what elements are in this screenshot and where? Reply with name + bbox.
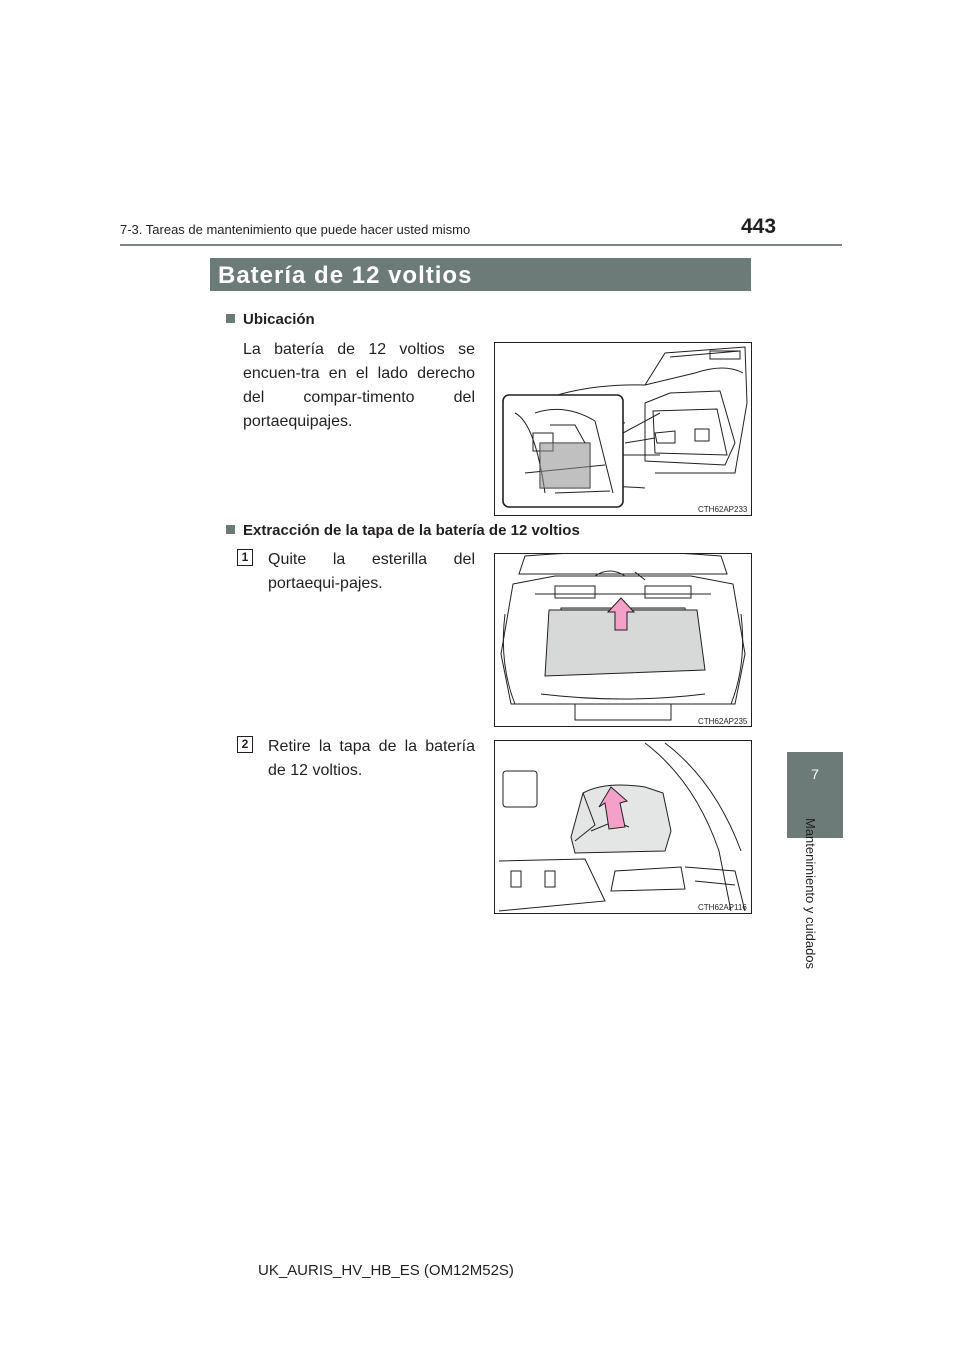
page-number: 443: [741, 215, 777, 238]
trunk-illustration: [500, 554, 746, 721]
subheading-text: Extracción de la tapa de la batería de 1…: [243, 522, 580, 539]
section-header: 7-3. Tareas de mantenimiento que puede h…: [120, 222, 471, 237]
location-text: La batería de 12 voltios se encuen-tra e…: [243, 341, 475, 430]
square-bullet-icon: [226, 525, 235, 534]
header-divider: [120, 244, 842, 246]
subheading-location: Ubicación: [226, 311, 315, 328]
step-number-1: 1: [237, 549, 253, 566]
figure-code: CTH62AP233: [698, 505, 748, 514]
figure-code: CTH62AP116: [698, 903, 747, 912]
step-number-2: 2: [237, 736, 253, 753]
luggage-mat-figure: [494, 553, 752, 727]
chapter-number: 7: [811, 766, 819, 782]
footer-document-id: UK_AURIS_HV_HB_ES (OM12M52S): [258, 1262, 514, 1279]
battery-location-figure: [494, 342, 752, 516]
figure-code: CTH62AP235: [698, 717, 748, 726]
step-1-text: Quite la esterilla del portaequi-pajes.: [268, 551, 475, 592]
car-rear-illustration: [502, 346, 748, 508]
page-title: Batería de 12 voltios: [218, 262, 473, 289]
title-bar: [210, 258, 751, 291]
step-2-text: Retire la tapa de la batería de 12 volti…: [268, 738, 475, 779]
subheading-text: Ubicación: [243, 311, 315, 328]
battery-cover-figure: [494, 740, 752, 914]
battery-cover-illustration: [498, 742, 746, 912]
subheading-cover-removal: Extracción de la tapa de la batería de 1…: [226, 522, 580, 539]
chapter-tab: [787, 752, 843, 838]
chapter-label: Mantenimiento y cuidados: [803, 818, 818, 970]
square-bullet-icon: [226, 314, 235, 323]
